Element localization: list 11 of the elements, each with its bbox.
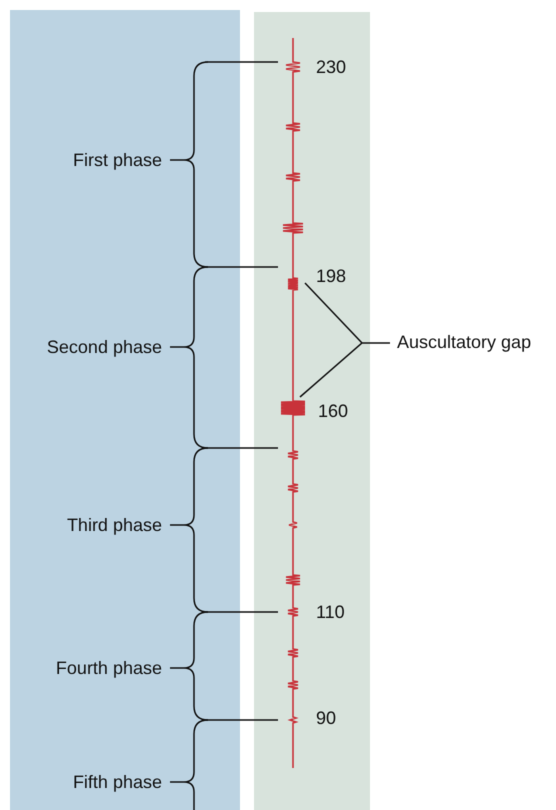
phase-label: Fourth phase (56, 657, 162, 679)
pressure-value: 198 (316, 265, 346, 287)
pressure-value: 90 (316, 707, 336, 729)
phase-label: Second phase (46, 336, 162, 358)
phase-label: Third phase (66, 514, 162, 536)
phase-label: Fifth phase (72, 771, 162, 793)
pressure-value: 110 (316, 601, 345, 623)
pressure-value: 230 (316, 56, 346, 78)
phase-label: First phase (72, 149, 162, 171)
pressure-value: 160 (318, 400, 348, 422)
annotation-label: Auscultatory gap (397, 331, 532, 353)
